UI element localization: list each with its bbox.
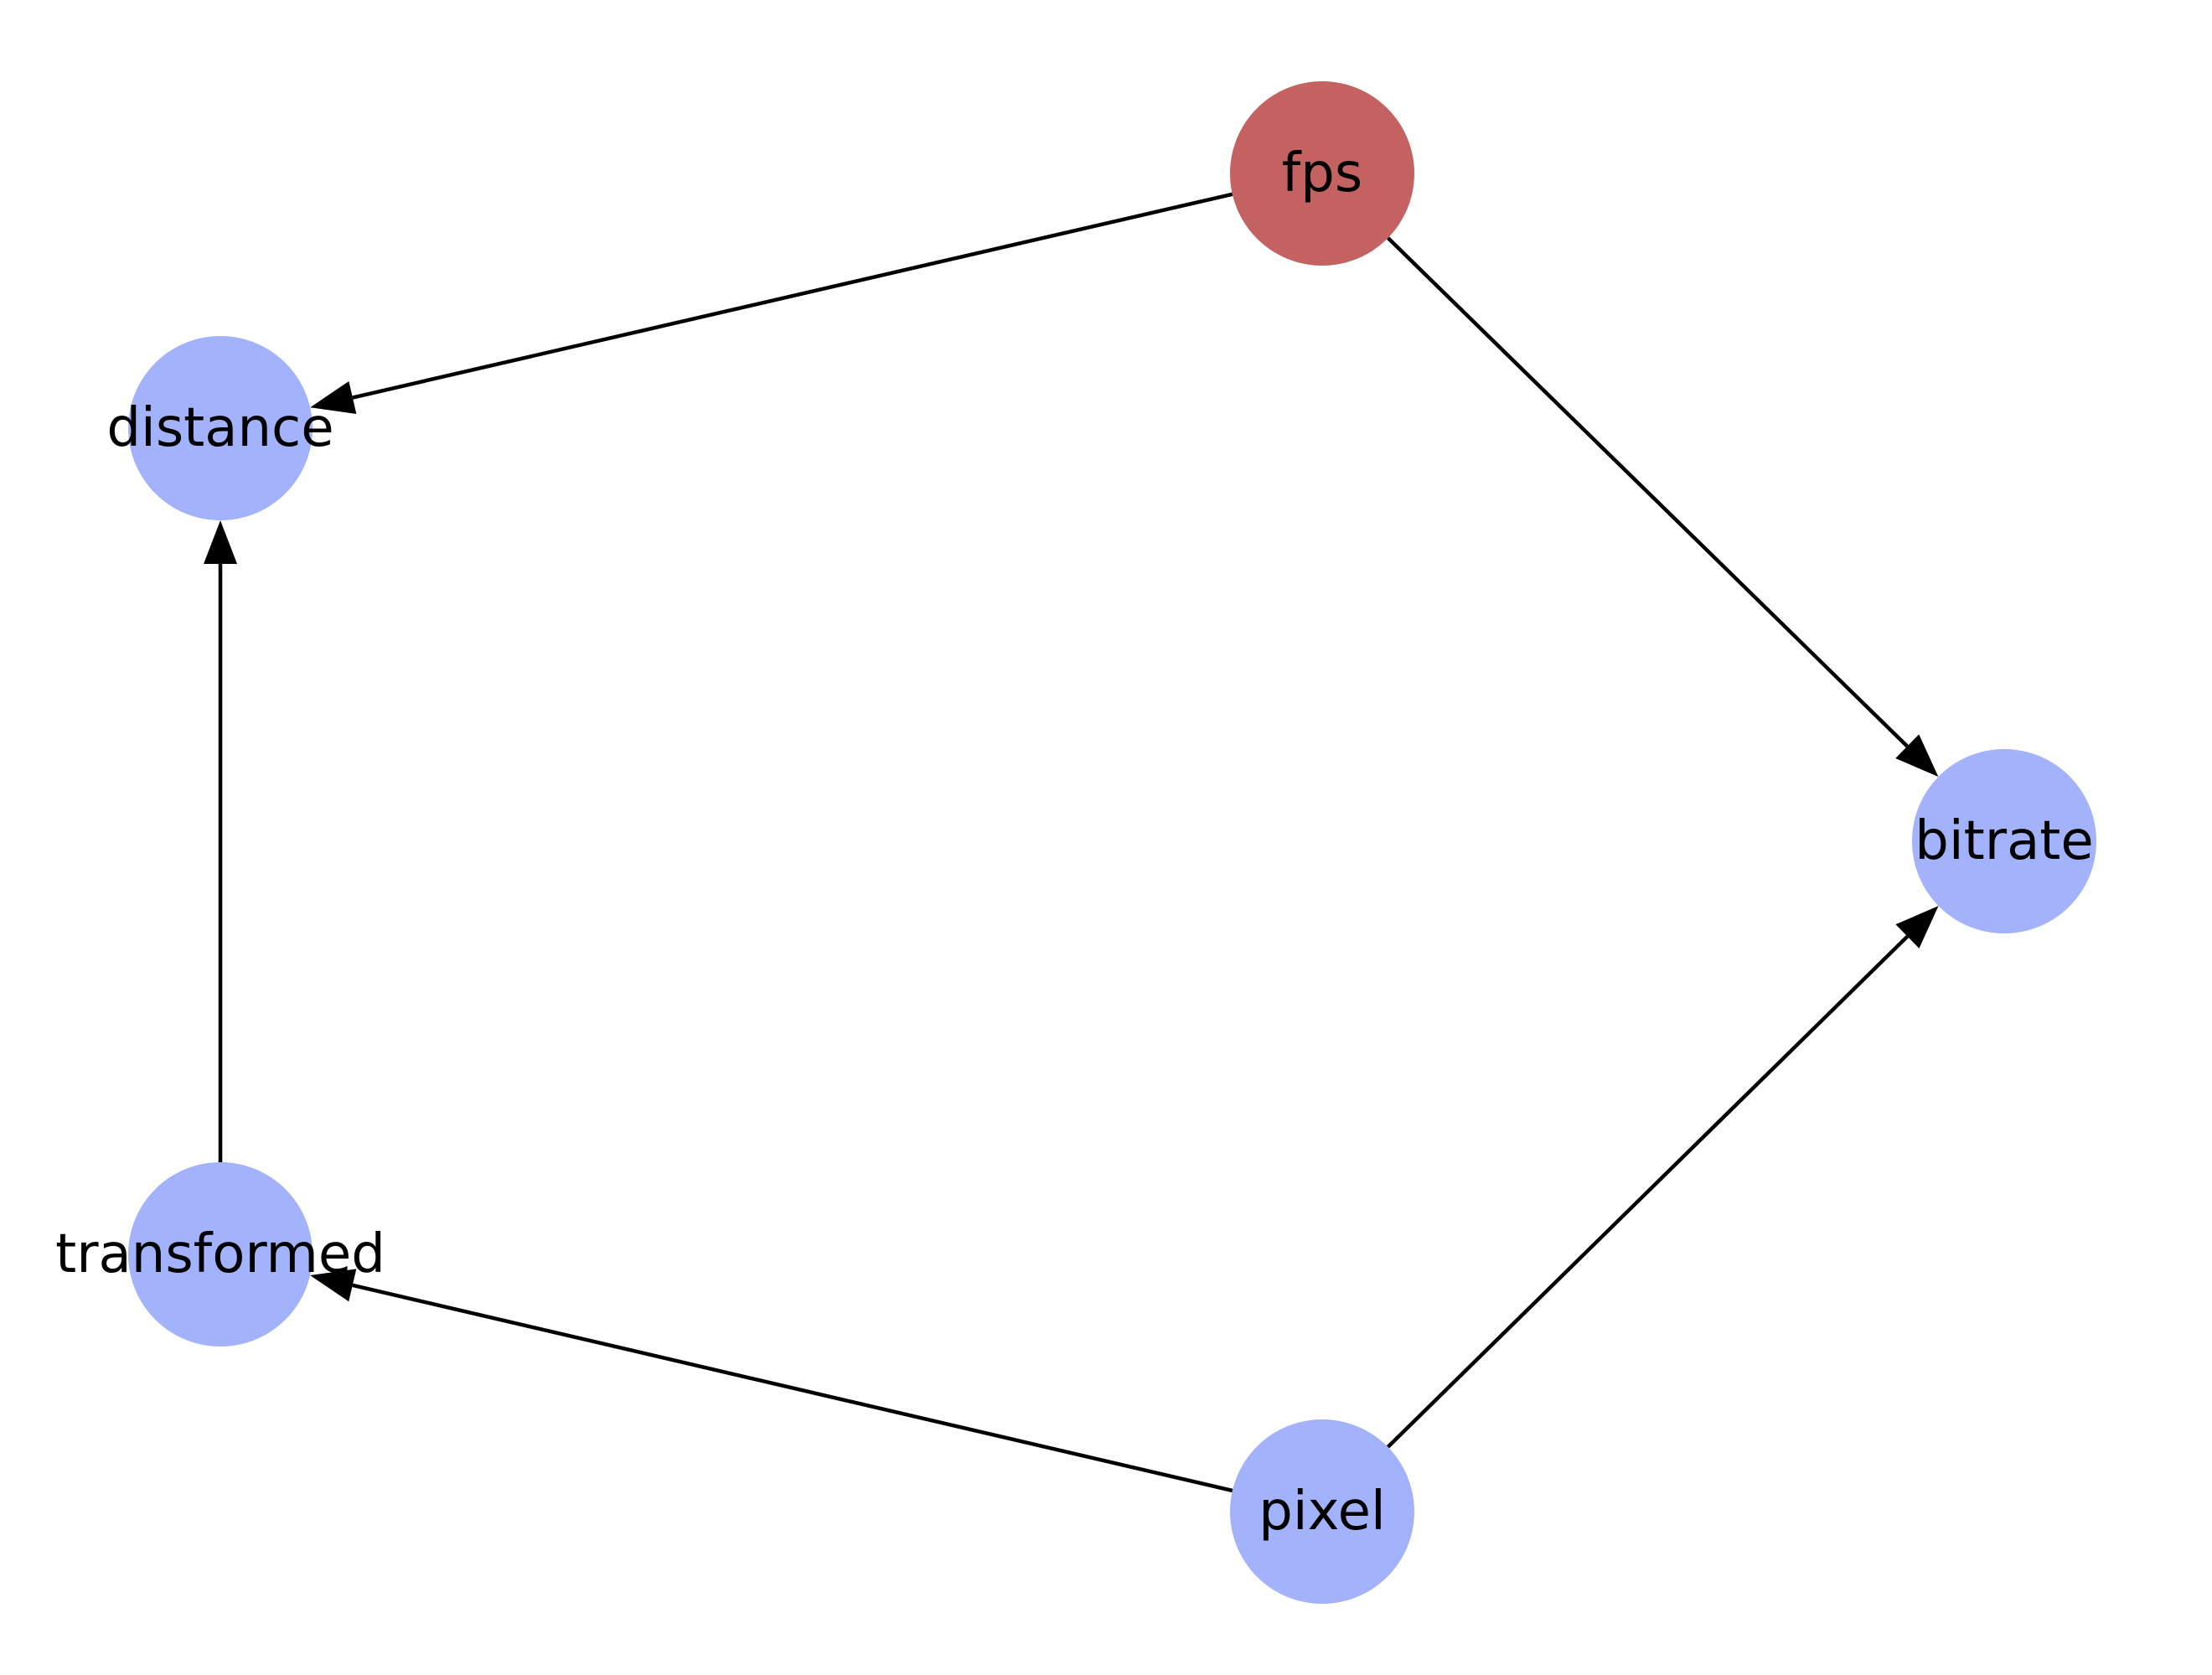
edge-line	[1387, 236, 1909, 748]
arrowhead-icon	[310, 381, 357, 414]
arrowhead-icon	[204, 520, 237, 564]
arrowhead-icon	[310, 1269, 357, 1302]
node-transformed: transformed	[55, 1162, 385, 1347]
edge-pixel-to-transformed	[310, 1269, 1233, 1493]
node-circle	[1912, 749, 2096, 933]
edges-layer	[204, 192, 1939, 1493]
node-circle	[1230, 81, 1414, 266]
edge-fps-to-bitrate	[1387, 236, 1939, 778]
edge-line	[352, 1283, 1233, 1493]
edge-transformed-to-distance	[204, 520, 237, 1162]
arrowhead-icon	[1895, 906, 1939, 949]
node-circle	[128, 1162, 313, 1347]
node-fps: fps	[1230, 81, 1414, 266]
edge-line	[1386, 934, 1910, 1449]
node-circle	[128, 336, 313, 520]
edge-pixel-to-bitrate	[1386, 906, 1939, 1449]
node-distance: distance	[106, 336, 334, 520]
arrowhead-icon	[1895, 734, 1939, 778]
node-circle	[1230, 1419, 1414, 1604]
node-bitrate: bitrate	[1912, 749, 2096, 933]
edge-fps-to-distance	[310, 192, 1233, 414]
nodes-layer: fps distance bitrate transformed pixel	[55, 81, 2096, 1604]
node-label: pixel	[1258, 1481, 1385, 1543]
node-label: fps	[1282, 142, 1363, 204]
edge-line	[352, 192, 1233, 400]
node-label: bitrate	[1915, 810, 2094, 872]
node-label: distance	[106, 397, 333, 459]
node-label: transformed	[55, 1223, 385, 1285]
node-pixel: pixel	[1230, 1419, 1414, 1604]
